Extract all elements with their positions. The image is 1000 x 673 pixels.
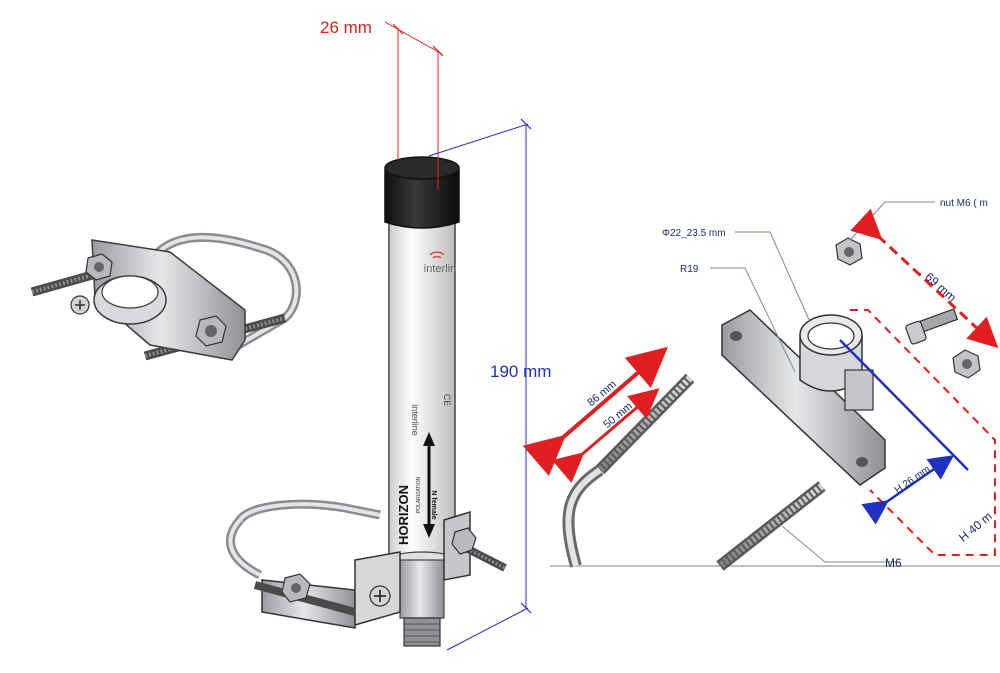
antenna-assembly: interlin interline CE HORIZON POLARIZATI… — [226, 156, 507, 647]
height-label: 190 mm — [490, 362, 551, 381]
nut-label: nut M6 ( m — [940, 198, 988, 209]
n-connector — [399, 559, 445, 647]
h26-label: H 26 mm — [893, 464, 933, 496]
antenna-clamp — [253, 510, 507, 629]
ce-mark: CE — [442, 394, 452, 407]
radius-label: R19 — [680, 264, 699, 275]
hex-nut-icon — [195, 315, 227, 347]
h40-label: H 40 m — [956, 509, 995, 545]
polarization-arrow-icon — [423, 432, 435, 538]
width-dimension: 69 mm — [850, 208, 999, 349]
diameter-dimension: 26 mm — [320, 18, 444, 190]
wifi-logo-icon — [429, 251, 445, 259]
brand-cap-text: interlin — [424, 263, 456, 275]
rod-50-label: 50 mm — [601, 400, 634, 431]
brand-body-text: interline — [410, 404, 420, 436]
polarization-text: POLARIZATION — [416, 476, 422, 513]
loose-mounting-bracket — [30, 232, 301, 361]
hex-nut-icon — [85, 253, 113, 281]
pipe-diameter-label: Φ22_23.5 mm — [662, 228, 726, 239]
connector-text: N female — [430, 490, 437, 519]
width-label: 69 mm — [922, 270, 959, 305]
model-name: HORIZON — [396, 485, 411, 545]
hex-nut-icon — [952, 349, 981, 379]
antenna-cap — [384, 156, 460, 229]
diameter-label: 26 mm — [320, 18, 372, 37]
thread-label: M6 — [885, 556, 902, 570]
hex-nut-icon — [835, 237, 863, 266]
detail-view: nut M6 ( m Φ22_23.5 mm R19 M6 86 mm 50 m… — [522, 198, 1000, 571]
u-bolt — [562, 465, 604, 568]
rod-length-dimension: 86 mm 50 mm — [522, 346, 669, 483]
bolt-icon — [905, 308, 959, 345]
screw-head-icon — [369, 585, 391, 607]
screw-head-icon — [70, 295, 90, 315]
